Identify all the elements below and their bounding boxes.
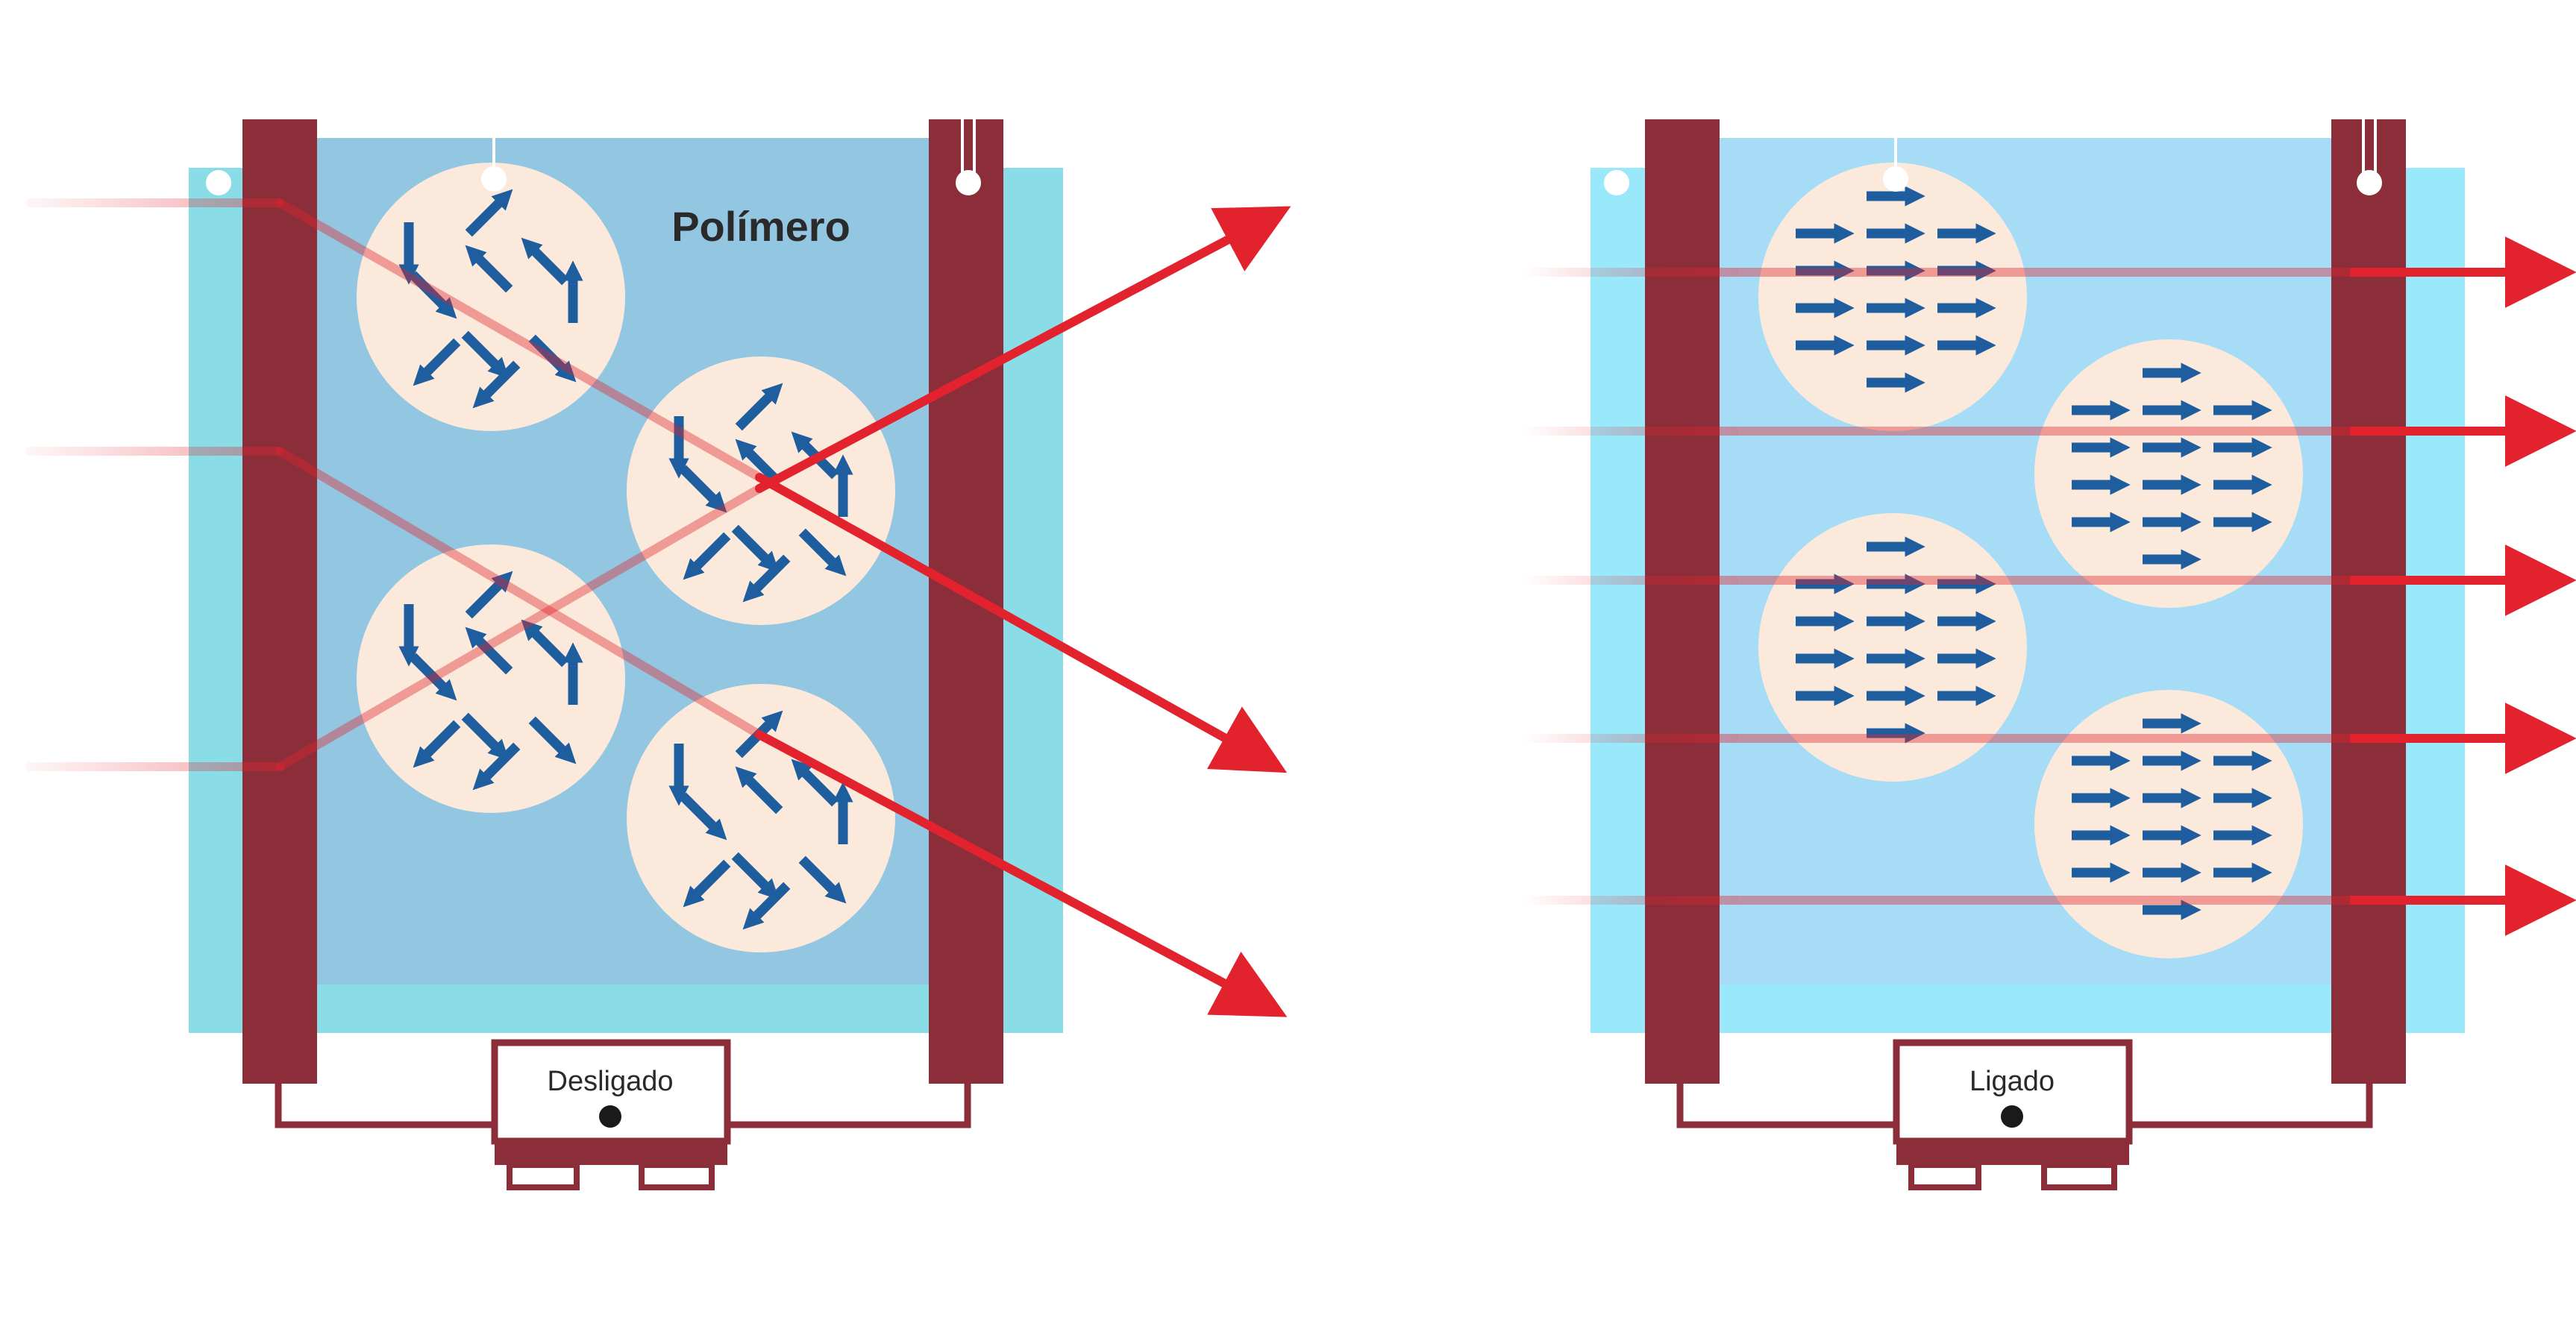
molecule-arrow-icon: [413, 720, 461, 768]
molecule-arrow-icon: [409, 271, 457, 319]
molecule-arrow-icon: [465, 626, 513, 675]
lc-droplet: [357, 544, 625, 813]
molecule-arrow-icon: [461, 712, 510, 761]
molecule-arrow-icon: [528, 334, 577, 383]
liquid-crystal-droplets: [357, 163, 895, 952]
circuit-wire: [1676, 1084, 2373, 1128]
molecule-arrow-icon: [683, 532, 731, 580]
power-switch-box: Desligado: [491, 1039, 731, 1190]
device-state-label: Desligado: [548, 1066, 674, 1097]
lc-droplet: [1758, 513, 2027, 782]
molecule-arrow-icon: [742, 554, 791, 603]
molecule-arrow-icon: [472, 742, 521, 791]
molecule-arrow-icon: [409, 653, 457, 701]
molecule-arrow-icon: [731, 852, 780, 900]
electrode-left: [1645, 119, 1720, 1084]
molecule-arrow-icon: [735, 766, 783, 814]
molecule-arrow-icon: [731, 524, 780, 573]
light-rays-transmitted: [1522, 236, 2576, 936]
device-state-label: Ligado: [1969, 1066, 2055, 1097]
electrode-right: [2331, 119, 2406, 1084]
lc-droplet: [627, 684, 895, 952]
molecule-arrow-icon: [798, 855, 847, 904]
molecule-arrow-icon: [798, 528, 847, 577]
molecule-arrow-icon: [461, 330, 510, 379]
molecule-arrow-icon: [521, 619, 569, 668]
pointer-marker: [206, 119, 981, 195]
molecule-arrow-icon: [472, 360, 521, 409]
lc-droplet: [2034, 690, 2303, 958]
electrode-left: [242, 119, 317, 1084]
molecule-arrow-icon: [465, 245, 513, 293]
molecule-arrow-icon: [465, 571, 513, 619]
molecule-arrow-icon: [413, 338, 461, 386]
molecule-arrow-icon: [679, 792, 727, 841]
lc-droplet: [1758, 163, 2027, 431]
lc-droplet: [357, 163, 625, 431]
indicator-dot: [599, 1105, 621, 1128]
molecule-arrow-icon: [742, 882, 791, 930]
molecule-arrow-icon: [735, 383, 783, 431]
liquid-crystal-droplets-aligned: [1758, 163, 2303, 958]
indicator-dot: [2001, 1105, 2023, 1128]
polymer-label: Polímero: [671, 203, 850, 250]
light-rays-scattered: [25, 198, 1291, 1017]
molecule-arrow-icon: [528, 716, 577, 764]
electrode-right: [929, 119, 1003, 1084]
lc-droplet: [2034, 339, 2303, 608]
pointer-marker: [1604, 119, 2382, 195]
left-panel-off: Desligado Polímero: [25, 119, 1291, 1190]
right-panel-on: Ligado: [1522, 119, 2576, 1190]
molecule-arrow-icon: [683, 859, 731, 908]
molecule-arrow-icon: [791, 759, 839, 807]
molecule-arrow-icon: [521, 237, 569, 286]
molecule-arrow-icon: [679, 465, 727, 513]
circuit-wire: [275, 1084, 971, 1128]
power-switch-box: Ligado: [1893, 1039, 2133, 1190]
molecule-arrow-icon: [465, 189, 513, 237]
